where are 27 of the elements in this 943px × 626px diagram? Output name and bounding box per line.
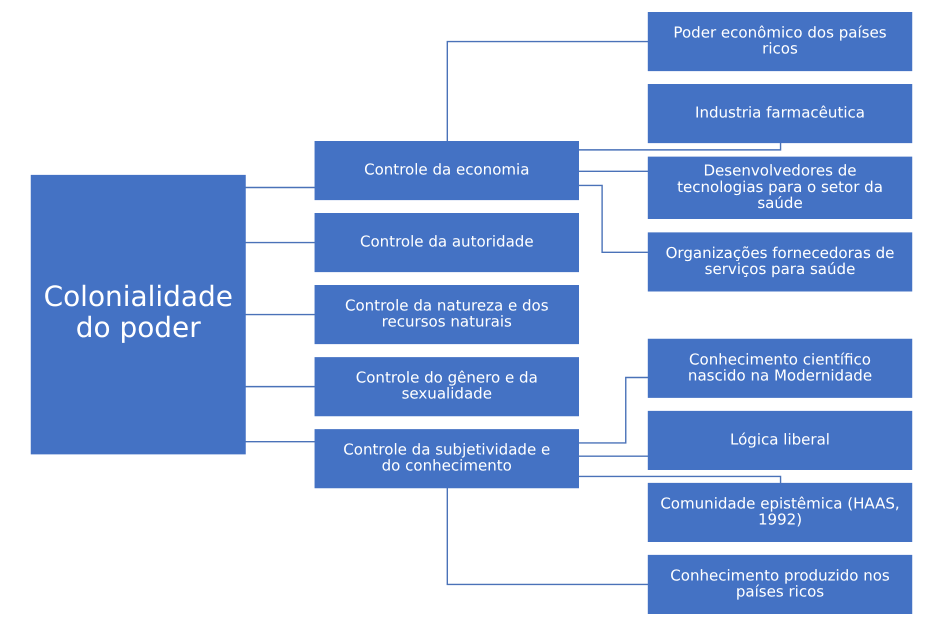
- connector: [578, 376, 648, 444]
- connector: [245, 314, 315, 316]
- connector: [245, 441, 315, 442]
- connector: [446, 40, 648, 142]
- node-box: Desenvolvedores de tecnologias para o setor da saúde: [648, 156, 912, 219]
- node-box: Controle do gênero e da sexualidade: [314, 357, 579, 416]
- connector: [245, 186, 315, 188]
- node-box: Organizações fornecedoras de serviços para saúde: [648, 232, 912, 292]
- node-box: Conhecimento produzido nos países ricos: [648, 554, 912, 614]
- node-box: Conhecimento científico nascido na Modernidade: [648, 338, 912, 398]
- connector: [245, 242, 315, 244]
- node-box: Poder econômico dos países ricos: [648, 12, 912, 72]
- connector: [578, 184, 648, 253]
- connector: [578, 455, 648, 457]
- node-box: Controle da economia: [314, 141, 579, 200]
- node-box: Industria farmacêutica: [648, 84, 912, 144]
- node-box: Lógica liberal: [648, 410, 912, 470]
- connector: [578, 476, 782, 484]
- node-box: Controle da subjetividade e do conhecimento: [314, 429, 579, 488]
- connector: [245, 386, 315, 388]
- connector: [578, 170, 648, 172]
- connector: [446, 488, 648, 586]
- node-box: Controle da autoridade: [314, 213, 579, 272]
- connector: [578, 142, 782, 151]
- node-box: Comunidade epistêmica (HAAS, 1992): [648, 482, 912, 542]
- node-box: Colonialidade do poder: [30, 174, 246, 454]
- node-box: Controle da natureza e dos recursos naturais: [314, 285, 579, 344]
